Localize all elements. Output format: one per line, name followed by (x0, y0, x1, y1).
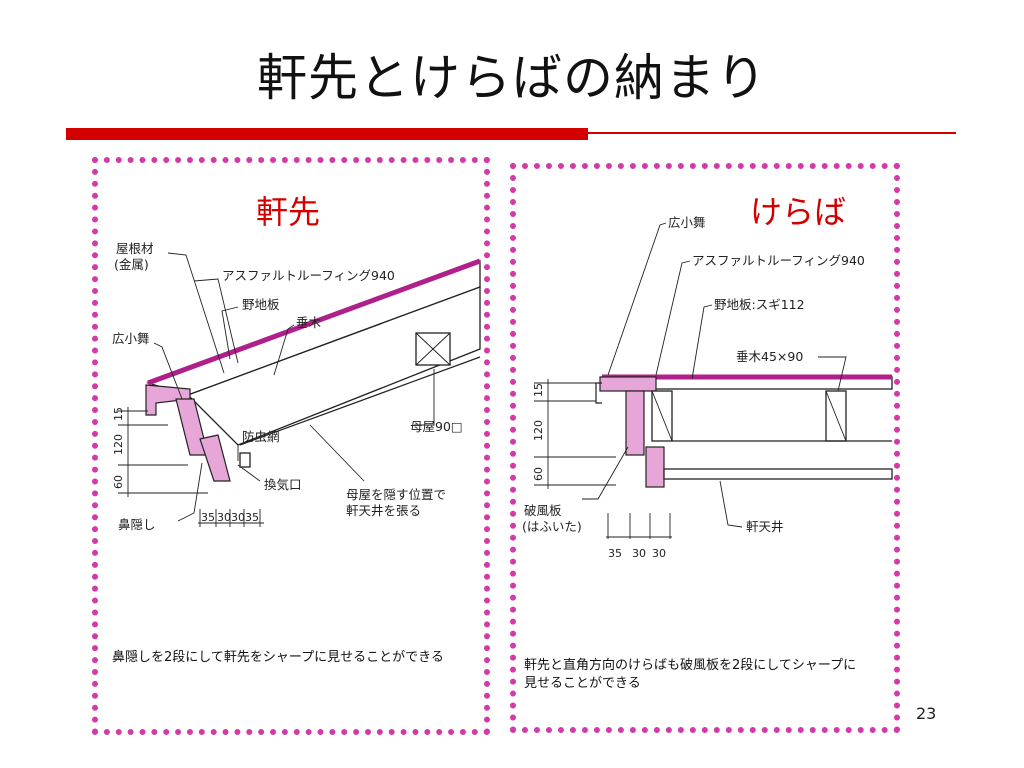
label-asphalt: アスファルトルーフィング940 (222, 268, 395, 283)
label-sheathing: 野地板:スギ112 (714, 297, 805, 312)
soffit-board (663, 468, 893, 480)
fascia-hirokomai (145, 384, 191, 416)
leader-soffit (719, 480, 743, 528)
page-number: 23 (916, 704, 937, 723)
dim-h-30a: 30 (217, 511, 231, 524)
label-insect-net: 防虫網 (242, 429, 280, 444)
dim-h-30b: 30 (652, 547, 666, 560)
label-soffit: 軒天井 (746, 519, 784, 534)
verge-caption-line-2: 見せることができる (524, 676, 641, 691)
label-rafter: 垂木 (296, 315, 322, 330)
fascia-hirokomai (599, 376, 657, 392)
dim-h-35a: 35 (201, 511, 215, 524)
leader-asphalt (193, 278, 239, 364)
leader-fascia (607, 222, 667, 376)
label-vent: 換気口 (264, 477, 302, 492)
roof-edge-drip (595, 382, 602, 404)
label-roof-material-metal: (金属) (114, 257, 149, 272)
leader-purlin (414, 369, 435, 426)
leader-vent (237, 464, 261, 482)
metal-roofing (147, 258, 481, 386)
barge-board-upper (625, 390, 645, 456)
label-barge: 破風板 (524, 503, 562, 518)
eaves-panel: 軒先 15 120 60 (92, 157, 490, 735)
eaves-heading: 軒先 (256, 193, 320, 231)
verge-diagram: けらば 15 120 60 35 (522, 193, 893, 691)
leader-note (309, 424, 365, 482)
verge-caption-line-1: 軒先と直角方向のけらばも破風板を2段にしてシャープに (524, 657, 856, 673)
label-sheathing: 野地板 (242, 297, 280, 312)
label-roof-material: 屋根材 (116, 241, 154, 256)
dim-h-35b: 35 (245, 511, 259, 524)
label-note-2: 軒天井を張る (346, 503, 421, 518)
outer-rafter-diagonal (651, 390, 673, 442)
verge-heading: けらば (750, 193, 846, 231)
dim-v-60: 60 (532, 467, 545, 481)
rafter (186, 286, 481, 446)
vent-block (239, 452, 251, 468)
label-rafter: 垂木45×90 (736, 349, 803, 364)
leader-nose-cover (177, 462, 203, 522)
leader-rafter (818, 356, 847, 392)
leader-asphalt (655, 260, 691, 376)
slide-title: 軒先とけらばの納まり (257, 49, 767, 107)
dim-h-30b: 30 (231, 511, 245, 524)
label-barge-reading: (はふいた) (522, 519, 582, 534)
leader-sheathing (221, 306, 239, 360)
eaves-caption: 鼻隠しを2段にして軒先をシャープに見せることができる (112, 649, 444, 665)
leader-barge (582, 446, 629, 500)
label-fascia: 広小舞 (668, 215, 706, 230)
label-note-1: 母屋を隠す位置で (346, 487, 446, 502)
dim-v-15: 15 (112, 407, 125, 421)
rafter-diagonal (825, 390, 847, 442)
dim-v-60: 60 (112, 475, 125, 489)
label-asphalt: アスファルトルーフィング940 (692, 253, 865, 268)
barge-board-lower (645, 446, 665, 488)
verge-panel: けらば 15 120 60 35 (510, 163, 900, 733)
leader-rafter (273, 324, 295, 376)
leader-fascia (153, 342, 183, 400)
dim-v-120: 120 (532, 420, 545, 441)
leader-roof-material (167, 252, 225, 374)
label-fascia: 広小舞 (112, 331, 150, 346)
dim-h-35: 35 (608, 547, 622, 560)
dim-v-120: 120 (112, 434, 125, 455)
purlin-cross-2 (415, 332, 451, 366)
title-underline-thin (588, 132, 956, 134)
soffit-board (239, 356, 481, 446)
title-underline-thick (66, 128, 588, 140)
dim-v-15: 15 (532, 383, 545, 397)
dim-h-30a: 30 (632, 547, 646, 560)
leader-sheathing (691, 304, 713, 380)
eaves-diagram: 軒先 15 120 60 (112, 193, 481, 665)
label-purlin: 母屋90□ (410, 419, 463, 434)
label-nose-cover: 鼻隠し (118, 517, 156, 532)
nose-cover-lower (199, 434, 231, 482)
